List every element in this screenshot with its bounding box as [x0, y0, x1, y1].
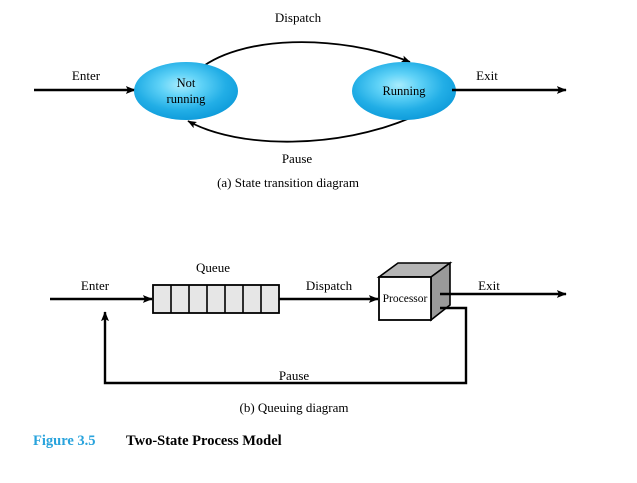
- dispatch-label-state-diagram: Dispatch: [275, 10, 322, 25]
- enter-label-queuing-diagram: Enter: [81, 278, 110, 293]
- caption-queuing-diagram: (b) Queuing diagram: [239, 400, 348, 415]
- processor-label: Processor: [383, 293, 428, 305]
- pause-arrow-state-diagram: [187, 117, 411, 143]
- state-not-running-label-line2: running: [167, 92, 207, 106]
- state-running[interactable]: Running: [352, 62, 456, 120]
- enter-label-state-diagram: Enter: [72, 68, 101, 83]
- figure-number: Figure 3.5: [33, 433, 96, 449]
- queue-box[interactable]: [152, 284, 280, 314]
- pause-label-state-diagram: Pause: [282, 151, 313, 166]
- dispatch-label-queuing-diagram: Dispatch: [306, 278, 353, 293]
- pause-label-queuing-diagram: Pause: [279, 368, 310, 383]
- exit-label-state-diagram: Exit: [476, 68, 498, 83]
- figure-title: Two-State Process Model: [126, 433, 282, 449]
- queue-label: Queue: [196, 260, 230, 275]
- processor-box[interactable]: Processor: [376, 261, 453, 322]
- state-not-running-label-line1: Not: [177, 76, 196, 90]
- state-not-running[interactable]: Not running: [134, 62, 238, 120]
- exit-label-queuing-diagram: Exit: [478, 278, 500, 293]
- dispatch-arrow-state-diagram: [195, 41, 411, 73]
- pause-feedback-loop: [101, 306, 468, 385]
- state-running-label: Running: [382, 84, 426, 98]
- caption-state-transition-diagram: (a) State transition diagram: [217, 175, 359, 190]
